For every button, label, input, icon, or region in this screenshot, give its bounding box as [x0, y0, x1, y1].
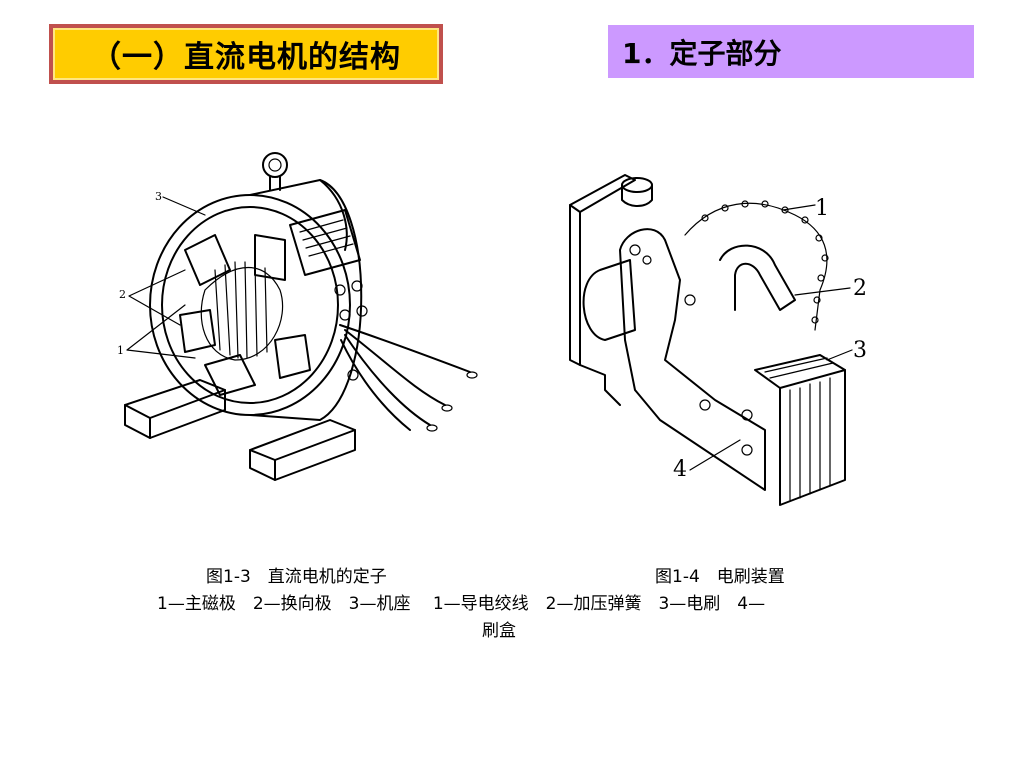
brush-drawing: 1 2 3 4	[569, 174, 867, 506]
slide-title: （一）直流电机的结构	[91, 40, 401, 75]
slide-title-box: （一）直流电机的结构	[49, 24, 443, 84]
figure-4-caption: 图1-4 电刷装置	[655, 567, 785, 587]
stator-label-3: 3	[155, 190, 162, 203]
figure-brush-assembly: 1 2 3 4	[565, 160, 885, 520]
figure-dc-motor-stator: 3 2 1	[105, 140, 485, 490]
section-heading: 1．定子部分	[622, 36, 782, 70]
section-heading-box: 1．定子部分	[608, 25, 974, 78]
legend-line-1: 1—主磁极 2—换向极 3—机座 1—导电绞线 2—加压弹簧 3—电刷 4—	[157, 594, 766, 614]
stator-label-2: 2	[119, 288, 126, 301]
stator-drawing: 3 2 1	[117, 152, 478, 481]
brush-label-4: 4	[673, 457, 687, 482]
stator-label-1: 1	[117, 344, 124, 357]
brush-label-1: 1	[815, 196, 829, 221]
brush-label-2: 2	[853, 276, 867, 301]
brush-label-3: 3	[853, 338, 867, 363]
legend-line-2: 刷盒	[482, 621, 516, 641]
figure-3-caption: 图1-3 直流电机的定子	[206, 567, 387, 587]
